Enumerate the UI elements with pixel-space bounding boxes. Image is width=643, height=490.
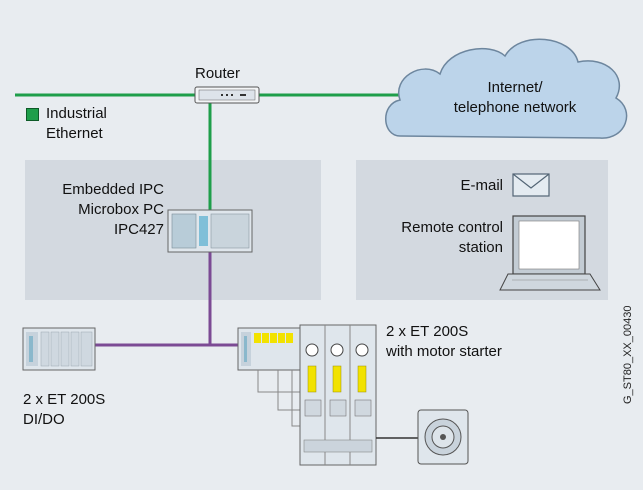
ipc-label-line1: Embedded IPC <box>62 181 164 198</box>
et200s-io-module-icon <box>22 327 96 371</box>
figure-id: G_ST80_XX_00430 <box>622 305 634 404</box>
et200s-motor-label-line1: 2 x ET 200S <box>386 323 469 340</box>
router-label: Router <box>195 65 241 82</box>
industrial-ethernet-legend-swatch <box>26 108 39 121</box>
industrial-ethernet-label-line2: Ethernet <box>46 125 103 142</box>
laptop-icon <box>499 215 601 291</box>
et200s-io-label-line1: 2 x ET 200S <box>23 391 106 408</box>
router-icon <box>194 86 260 104</box>
email-label: E-mail <box>460 177 503 194</box>
cloud-label-line1: Internet/ <box>487 79 543 96</box>
industrial-ethernet-label-line1: Industrial <box>46 105 107 122</box>
motor-icon <box>417 409 469 465</box>
remote-station-label-line1: Remote control <box>401 219 503 236</box>
et200s-motor-starter-icon <box>237 324 377 466</box>
ipc-label-line3: IPC427 <box>113 221 164 238</box>
ipc-box-icon <box>167 209 253 253</box>
remote-station-label-line2: station <box>458 239 503 256</box>
et200s-motor-label-line2: with motor starter <box>386 343 502 360</box>
cloud-icon <box>385 38 628 139</box>
email-icon <box>512 173 550 197</box>
et200s-io-label-line2: DI/DO <box>23 411 65 428</box>
cloud-label-line2: telephone network <box>453 99 577 116</box>
ipc-label-line2: Microbox PC <box>78 201 164 218</box>
